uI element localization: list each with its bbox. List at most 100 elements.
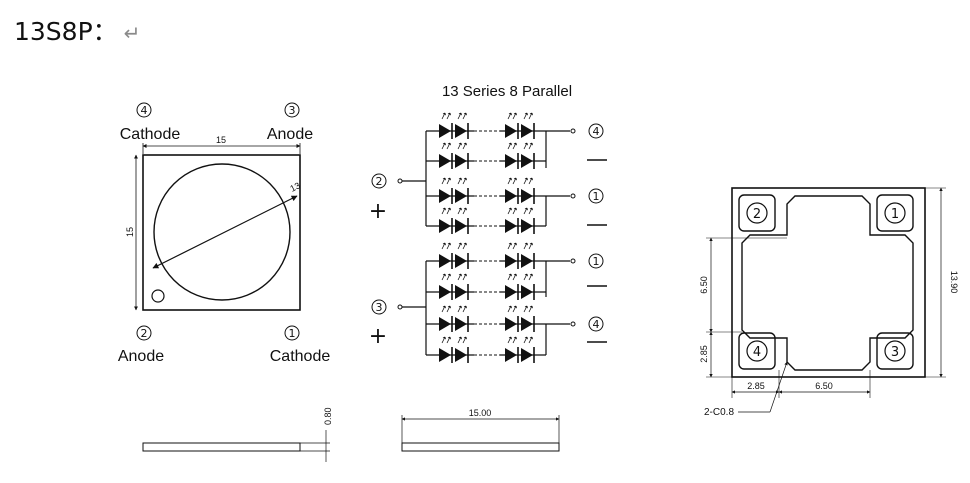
width-dimension: 15: [216, 135, 226, 145]
height-dimension: 15: [125, 227, 135, 237]
led-row: [426, 112, 546, 139]
diameter-dimension: 13: [288, 180, 301, 193]
group2-out-top-number: 1: [593, 255, 600, 268]
led-row: [426, 305, 546, 332]
led-diode: [439, 305, 453, 332]
pin2-marker: [136, 325, 152, 341]
group2-input-number: 3: [376, 301, 383, 314]
led-diode: [505, 305, 519, 332]
led-diode: [439, 207, 453, 234]
led-diode: [521, 207, 535, 234]
led-diode: [505, 273, 519, 300]
pad-top-left-number: 2: [753, 207, 761, 222]
thickness-dimension: 0.80: [323, 407, 333, 425]
group2-plus-sign: +: [369, 324, 387, 349]
side-view-right: 15.00: [401, 408, 560, 452]
led-diode: [505, 142, 519, 169]
top-view: 4 Cathode 3 Anode 15 15 13 2 Anode 1 Cat…: [118, 102, 331, 365]
length-dimension: 15.00: [469, 408, 492, 418]
side-profile: [142, 442, 301, 452]
group2-out-bottom-number: 4: [593, 318, 600, 331]
group2-out-top-terminal: [570, 258, 576, 264]
pad-top-right: [876, 194, 914, 232]
chamfer-leader: [769, 361, 788, 413]
pin3-marker: [284, 102, 300, 118]
group1-input-pin: [371, 173, 387, 189]
group2-out-top-pin: [588, 253, 604, 269]
chamfer-label: 2-C0.8: [704, 407, 734, 418]
pin3-number: 3: [289, 104, 296, 117]
led-row: [426, 273, 546, 300]
pad-top-left: [738, 194, 776, 232]
led-diode: [521, 112, 535, 139]
led-row: [426, 207, 546, 234]
led-diode: [455, 336, 469, 363]
group2-out-bottom-terminal: [570, 321, 576, 327]
pin3-label: Anode: [267, 126, 313, 143]
group1-out-top-pin: [588, 123, 604, 139]
led-diode: [455, 112, 469, 139]
group1-out-top-terminal: [570, 128, 576, 134]
led-diode: [439, 112, 453, 139]
group2-input-pin: [371, 299, 387, 315]
title-text: 13S8P：: [14, 17, 118, 46]
pin1-label: Cathode: [270, 348, 331, 365]
pin4-marker: [136, 102, 152, 118]
group1-out-top-number: 4: [593, 125, 600, 138]
led-diode: [505, 242, 519, 269]
group1-input-number: 2: [376, 175, 383, 188]
group1-input-terminal: [397, 178, 403, 184]
pad-top-right-number: 1: [891, 207, 899, 222]
pitch-v-dimension: 6.50: [699, 276, 709, 294]
led-diode: [455, 177, 469, 204]
circuit-diagram: 2 + 4 1 3 + 1 4: [369, 112, 607, 363]
polarity-dot: [151, 289, 165, 303]
pin1-marker: [284, 325, 300, 341]
pin4-number: 4: [141, 104, 148, 117]
led-diode: [455, 273, 469, 300]
pin1-number: 1: [289, 327, 296, 340]
led-diode: [521, 242, 535, 269]
inner-outline: [741, 195, 914, 371]
led-diode: [455, 242, 469, 269]
circuit-title: 13 Series 8 Parallel: [442, 83, 572, 100]
pad-bottom-right-number: 3: [891, 345, 899, 360]
led-diode: [521, 142, 535, 169]
led-diode: [455, 305, 469, 332]
pad-bottom-right: [876, 332, 914, 370]
led-diode: [505, 207, 519, 234]
pad-bottom-left: [738, 332, 776, 370]
package-outline: [142, 154, 301, 311]
pin2-number: 2: [141, 327, 148, 340]
led-diode: [455, 207, 469, 234]
side-profile-2: [401, 442, 560, 452]
pad-h-dimension: 2.85: [747, 381, 765, 391]
pin2-label: Anode: [118, 348, 164, 365]
led-diode: [521, 273, 535, 300]
side-view-left: 0.80: [142, 407, 333, 462]
overall-dimension: 13.90: [949, 271, 959, 294]
group1-out-bottom-pin: [588, 188, 604, 204]
led-diode: [505, 177, 519, 204]
group2-out-bottom-pin: [588, 316, 604, 332]
led-diode: [455, 142, 469, 169]
led-diode: [439, 336, 453, 363]
pad-bottom-left-number: 4: [753, 345, 761, 360]
led-diode: [521, 177, 535, 204]
return-icon: ↵: [123, 21, 141, 45]
emitter-circle: [153, 163, 291, 301]
led-diode: [439, 242, 453, 269]
led-diode: [439, 177, 453, 204]
led-row: [426, 336, 546, 363]
led-diode: [521, 305, 535, 332]
led-diode: [505, 336, 519, 363]
group1-out-bottom-terminal: [570, 193, 576, 199]
led-diode: [521, 336, 535, 363]
group2-input-terminal: [397, 304, 403, 310]
pitch-h-dimension: 6.50: [815, 381, 833, 391]
led-row: [426, 177, 546, 204]
pin4-label: Cathode: [120, 126, 181, 143]
led-diode: [439, 273, 453, 300]
group1-plus-sign: +: [369, 199, 387, 224]
